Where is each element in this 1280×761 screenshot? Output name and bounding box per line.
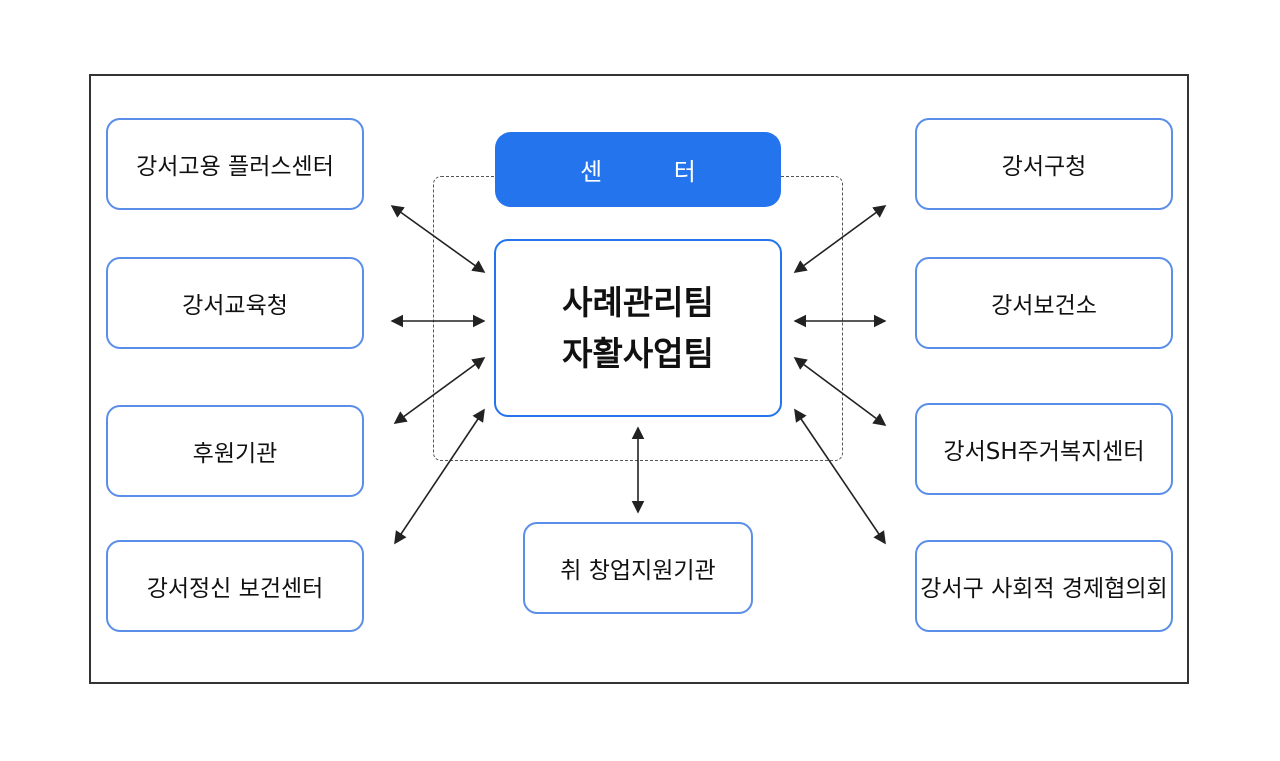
diagram-frame: [89, 74, 1189, 684]
core-team-case-management: 사례관리팀: [562, 282, 714, 322]
core-teams-box: 사례관리팀 자활사업팀: [494, 239, 782, 417]
left-node-mental-health-center: 강서정신 보건센터: [106, 540, 364, 632]
arrow-district-office: [793, 205, 887, 273]
left-node-sponsor-organization: 후원기관: [106, 405, 364, 497]
arrow-sh-housing-welfare-center: [793, 357, 887, 426]
arrow-sponsor-organization: [393, 357, 486, 424]
right-node-district-office: 강서구청: [915, 118, 1173, 210]
left-node-education-office: 강서교육청: [106, 257, 364, 349]
left-node-employment-center: 강서고용 플러스센터: [106, 118, 364, 210]
right-node-sh-housing-welfare-center: 강서SH주거복지센터: [915, 403, 1173, 495]
right-node-public-health-center: 강서보건소: [915, 257, 1173, 349]
right-node-social-economy-council: 강서구 사회적 경제협의회: [915, 540, 1173, 632]
bottom-node-startup-support: 취 창업지원기관: [523, 522, 753, 614]
arrow-mental-health-center: [394, 408, 485, 545]
arrow-social-economy-council: [794, 408, 886, 545]
center-header: 센 터: [495, 132, 781, 207]
arrow-employment-center: [390, 205, 486, 273]
core-team-self-support: 자활사업팀: [562, 334, 714, 373]
